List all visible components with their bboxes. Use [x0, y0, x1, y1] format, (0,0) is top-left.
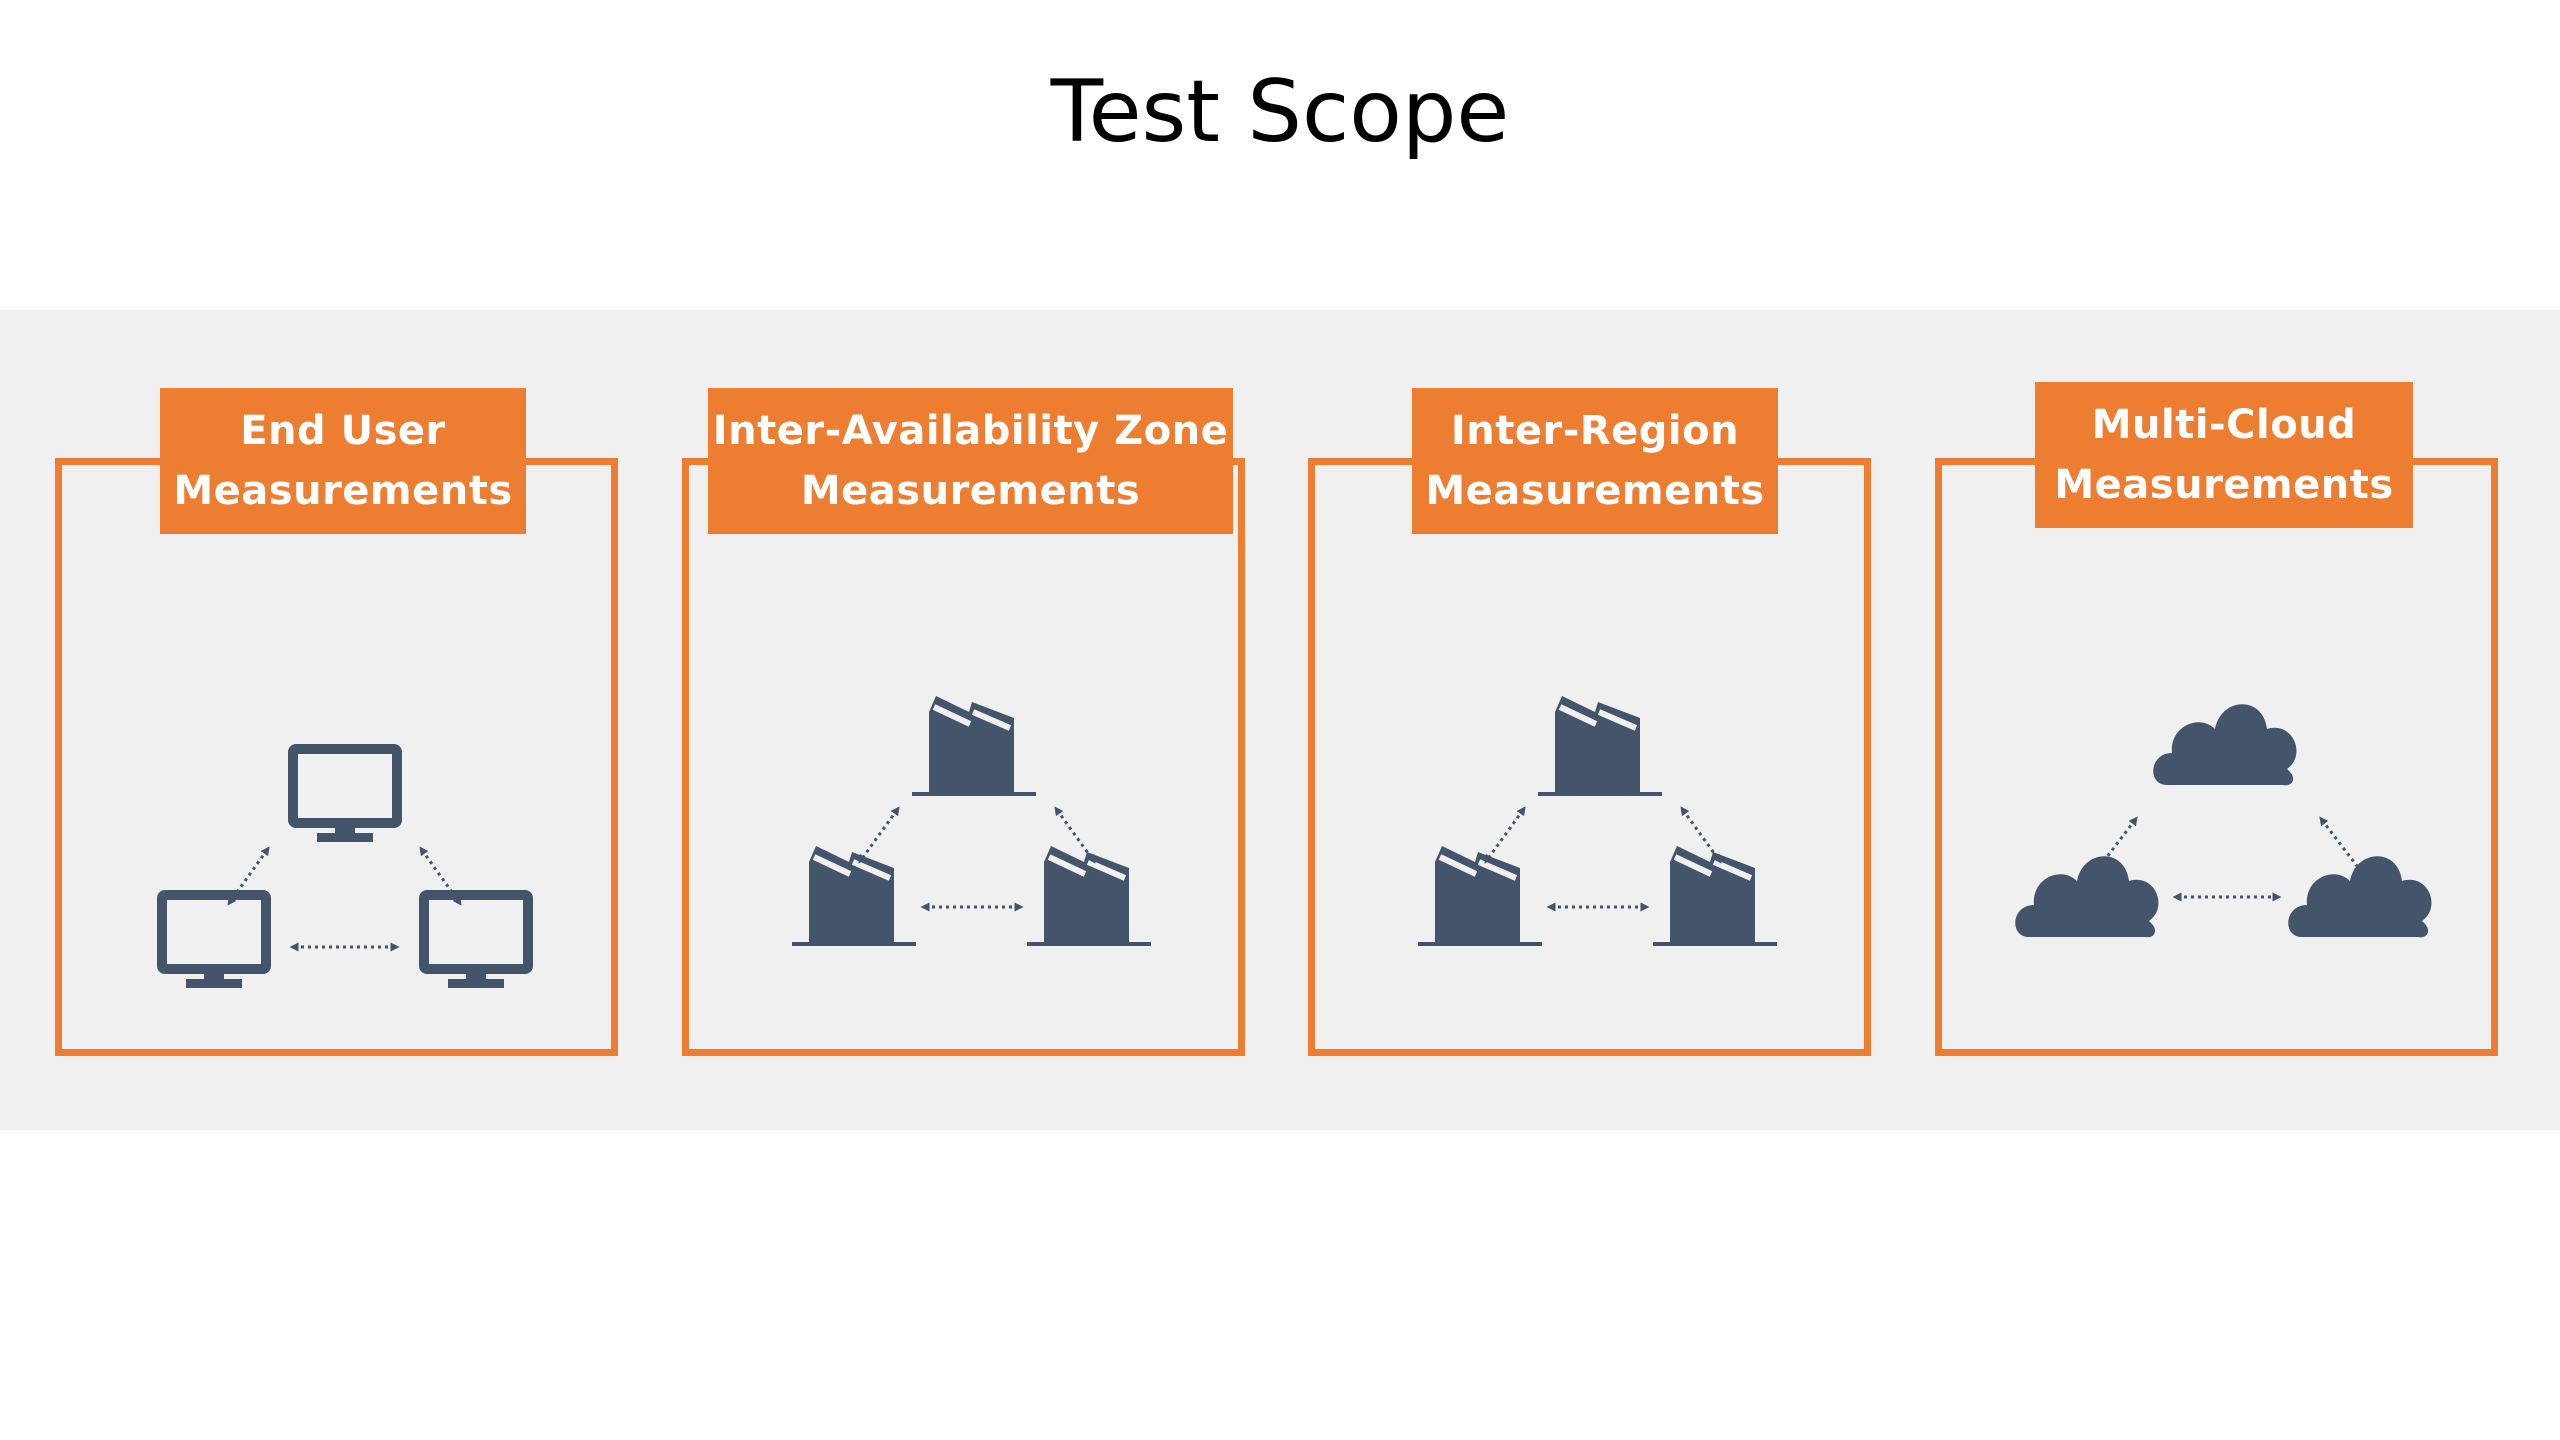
label-line-1: Inter-Availability Zone [712, 408, 1229, 454]
label-line-1: Multi-Cloud [2091, 402, 2357, 448]
panel-multi-cloud [1935, 458, 2498, 1056]
label-line-2: Measurements [1425, 468, 1765, 514]
slide-title: Test Scope [1050, 62, 1510, 162]
label-line-2: Measurements [173, 468, 513, 514]
cloud-triangle-icon [2015, 704, 2432, 938]
panel-inter-region [1308, 458, 1871, 1056]
label-line-2: Measurements [800, 468, 1141, 514]
datacenter-triangle-icon [689, 465, 1252, 1063]
panel-end-user [55, 458, 618, 1056]
datacenter-triangle-icon [1315, 465, 1878, 1063]
content-band: End User Measurements Inter-Availability… [0, 310, 2560, 1130]
label-inter-availability-zone: Inter-Availability Zone Measurements [708, 388, 1233, 534]
label-multi-cloud: Multi-Cloud Measurements [2035, 382, 2413, 528]
label-inter-region: Inter-Region Measurements [1412, 388, 1778, 534]
label-line-1: End User [240, 408, 446, 454]
computer-triangle-icon [62, 465, 625, 1063]
panel-inter-availability-zone [682, 458, 1245, 1056]
label-end-user: End User Measurements [160, 388, 526, 534]
label-line-2: Measurements [2054, 462, 2394, 508]
label-line-1: Inter-Region [1450, 408, 1740, 454]
